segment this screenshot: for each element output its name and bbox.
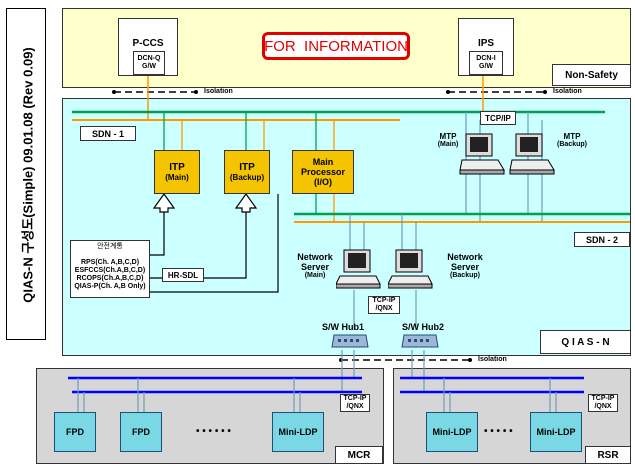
pccs-title: P-CCS [132,38,163,49]
sdn1-label: SDN - 1 [80,126,136,141]
safety-item: ESFCCS(Ch.A,B,C,D) [74,267,146,275]
ips-title: IPS [478,38,494,49]
itp-main-box: ITP (Main) [154,150,200,194]
main-processor-box: Main Processor (I/O) [292,150,354,194]
mtp-main-computer-icon [458,132,508,178]
safety-item: QIAS-P(Ch. A,B Only) [74,283,146,291]
net-server-backup-label: Network Server (Backup) [440,252,490,280]
itp-backup-sub: (Backup) [230,173,264,182]
main-processor-line1: Main [313,157,334,167]
safety-item: RPS(Ch. A,B,C,D) [74,259,146,267]
rsr-device-mini-ldp-1: Mini-LDP [426,412,478,452]
ips-box: IPS DCN-I G/W [458,18,514,76]
mcr-device-fpd-2: FPD [120,412,162,452]
mcr-device-fpd-1: FPD [54,412,96,452]
tcp-qnx-mcr-label: TCP-IP /QNX [340,394,370,412]
mcr-device-mini-ldp: Mini-LDP [272,412,324,452]
for-information-banner: FOR INFORMATION [262,32,410,60]
isolation-label-left: Isolation [204,88,233,96]
tcp-qnx-rsr-label: TCP-IP /QNX [588,394,618,412]
isolation-label-right: Isolation [553,88,582,96]
safety-systems-box: 안전계통 RPS(Ch. A,B,C,D) ESFCCS(Ch.A,B,C,D)… [70,240,150,298]
rsr-device-mini-ldp-2: Mini-LDP [530,412,582,452]
qias-n-label: Q I A S - N [540,330,631,354]
hub2-label: S/W Hub2 [402,322,444,332]
rsr-label: RSR [585,446,631,464]
pccs-box: P-CCS DCN-Q G/W [118,18,178,76]
hub1-icon [330,333,370,351]
itp-backup-title: ITP [239,162,255,173]
itp-backup-box: ITP (Backup) [224,150,270,194]
net-server-main-line2: Server [292,262,338,272]
mcr-label: MCR [335,446,383,464]
non-safety-label: Non-Safety [552,64,631,86]
net-server-backup-line1: Network [440,252,490,262]
ips-gateway: DCN-I G/W [469,51,503,75]
hrsdl-label: HR-SDL [162,268,204,282]
itp-main-sub: (Main) [165,173,189,182]
net-server-main-label: Network Server (Main) [292,252,338,280]
mcr-dots: • • • • • • [196,426,231,437]
tcp-qnx-qias-label: TCP-IP /QNX [368,296,400,314]
safety-item: RCOPS(Ch.A,B,C,D) [74,275,146,283]
rsr-dots: • • • • • [484,426,513,437]
net-server-main-line3: (Main) [292,272,338,280]
net-server-backup-icon [388,248,436,292]
mtp-backup-computer-icon [508,132,558,178]
hub2-icon [400,333,440,351]
pccs-gateway: DCN-Q G/W [133,51,165,75]
itp-main-title: ITP [169,162,185,173]
sdn2-label: SDN - 2 [574,232,630,247]
net-server-main-icon [336,248,384,292]
hub1-label: S/W Hub1 [322,322,364,332]
isolation-label-bottom: Isolation [478,356,507,364]
main-processor-line3: (I/O) [314,177,332,187]
net-server-backup-line2: Server [440,262,490,272]
net-server-backup-line3: (Backup) [440,272,490,280]
main-processor-line2: Processor [301,167,345,177]
net-server-main-line1: Network [292,252,338,262]
safety-heading: 안전계통 [74,243,146,251]
tcpip-top-label: TCP/IP [480,111,516,125]
for-information-text: FOR INFORMATION [264,38,408,55]
